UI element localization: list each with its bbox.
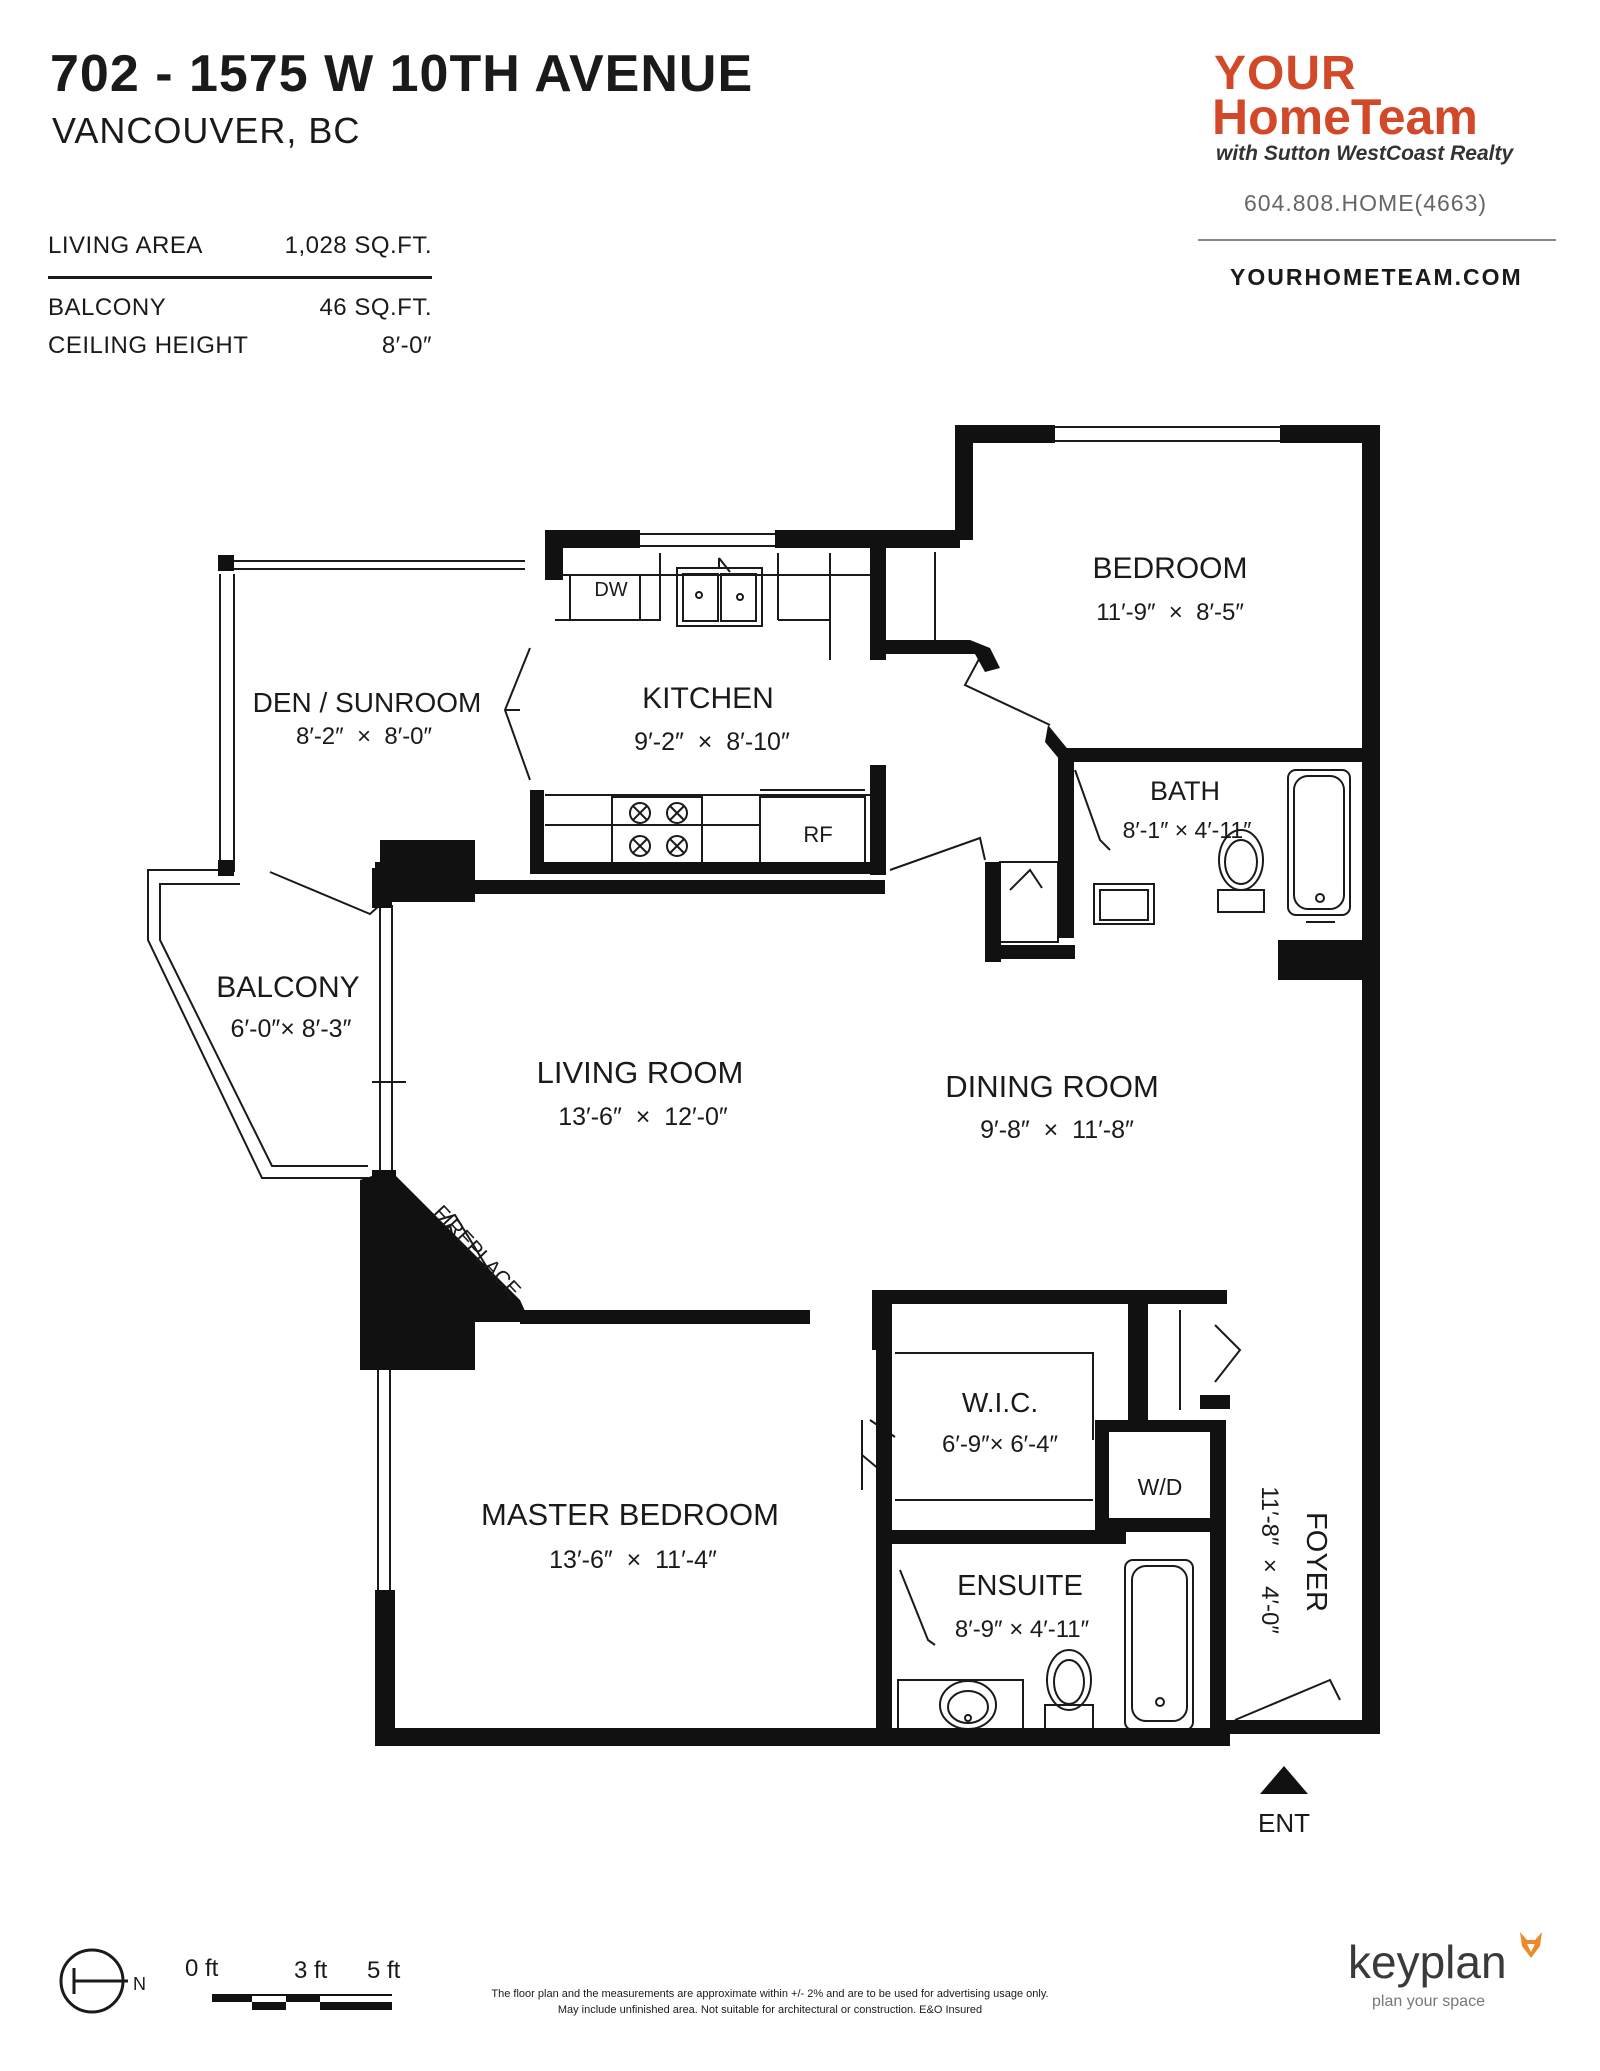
brand-logo-your: YOUR xyxy=(1214,47,1357,100)
balcony-area-row: BALCONY 46 SQ.FT. xyxy=(48,294,432,322)
foyer-dims: 11′-8″ × 4′-0″ xyxy=(1256,1486,1283,1634)
stats-divider xyxy=(48,276,432,279)
washer-dryer-label: W/D xyxy=(1138,1474,1183,1500)
fox-icon xyxy=(1520,1932,1542,1958)
living-area-row: LIVING AREA 1,028 SQ.FT. xyxy=(48,232,432,260)
entrance-label: ENT xyxy=(1258,1808,1310,1838)
bath-name: BATH xyxy=(1150,776,1220,806)
bedroom-dims: 11′-9″ × 8′-5″ xyxy=(1096,599,1244,626)
disclaimer-line-1: The floor plan and the measurements are … xyxy=(491,1988,1049,2000)
keyplan-tagline: plan your space xyxy=(1372,1993,1485,2010)
disclaimer: The floor plan and the measurements are … xyxy=(440,1986,1100,2018)
bedroom-name: BEDROOM xyxy=(1092,552,1247,585)
brand-logo-hometeam: HomeTeam xyxy=(1212,89,1478,145)
dining-room-dims: 9′-8″ × 11′-8″ xyxy=(980,1116,1134,1144)
dishwasher-label: DW xyxy=(594,579,627,601)
scale-three: 3 ft xyxy=(294,1957,328,1984)
disclaimer-line-2: May include unfinished area. Not suitabl… xyxy=(557,2004,983,2016)
walls xyxy=(218,425,1380,1746)
ceiling-height-label: CEILING HEIGHT xyxy=(48,332,249,359)
den-name: DEN / SUNROOM xyxy=(253,687,482,718)
kitchen-dims: 9′-2″ × 8′-10″ xyxy=(634,728,790,756)
living-room-name: LIVING ROOM xyxy=(537,1055,744,1090)
property-address: 702 - 1575 W 10TH AVENUE xyxy=(50,45,754,103)
room-labels: BEDROOM 11′-9″ × 8′-5″ DEN / SUNROOM 8′-… xyxy=(216,552,1332,1643)
living-area-label: LIVING AREA xyxy=(48,232,203,259)
wic-name: W.I.C. xyxy=(962,1387,1038,1418)
master-bedroom-name: MASTER BEDROOM xyxy=(481,1497,779,1532)
dining-room-name: DINING ROOM xyxy=(945,1069,1159,1104)
compass-icon xyxy=(59,1948,128,2014)
bath-dims: 8′-1″ × 4′-11″ xyxy=(1123,817,1252,843)
balcony-area-value: 46 SQ.FT. xyxy=(319,294,432,321)
keyplan-logo: keyplan xyxy=(1348,1936,1507,1988)
balcony-name: BALCONY xyxy=(216,971,359,1004)
balcony-area-label: BALCONY xyxy=(48,294,167,321)
property-city: VANCOUVER, BC xyxy=(52,110,361,151)
scale-bar xyxy=(212,1994,392,2010)
entrance-arrow-icon xyxy=(1260,1766,1308,1794)
brand-phone: 604.808.HOME(4663) xyxy=(1244,190,1488,216)
brand-website: YOURHOMETEAM.COM xyxy=(1230,264,1523,290)
scale-zero: 0 ft xyxy=(185,1955,219,1982)
brand-affiliation: with Sutton WestCoast Realty xyxy=(1216,142,1514,165)
living-room-dims: 13′-6″ × 12′-0″ xyxy=(558,1103,728,1131)
foyer-name: FOYER xyxy=(1300,1512,1332,1612)
scale-five: 5 ft xyxy=(367,1957,401,1984)
den-dims: 8′-2″ × 8′-0″ xyxy=(296,723,433,750)
compass-north-label: N xyxy=(133,1974,146,1994)
ceiling-height-row: CEILING HEIGHT 8′-0″ xyxy=(48,332,432,360)
balcony-dims: 6′-0″× 8′-3″ xyxy=(231,1015,352,1043)
wic-dims: 6′-9″× 6′-4″ xyxy=(942,1431,1059,1458)
ceiling-height-value: 8′-0″ xyxy=(381,332,432,359)
kitchen-name: KITCHEN xyxy=(642,682,774,715)
brand-divider xyxy=(1198,239,1556,241)
master-bedroom-dims: 13′-6″ × 11′-4″ xyxy=(549,1546,717,1574)
living-area-value: 1,028 SQ.FT. xyxy=(284,232,432,259)
ensuite-dims: 8′-9″ × 4′-11″ xyxy=(955,1616,1090,1643)
ensuite-name: ENSUITE xyxy=(957,1570,1083,1602)
fridge-label: RF xyxy=(803,822,832,847)
